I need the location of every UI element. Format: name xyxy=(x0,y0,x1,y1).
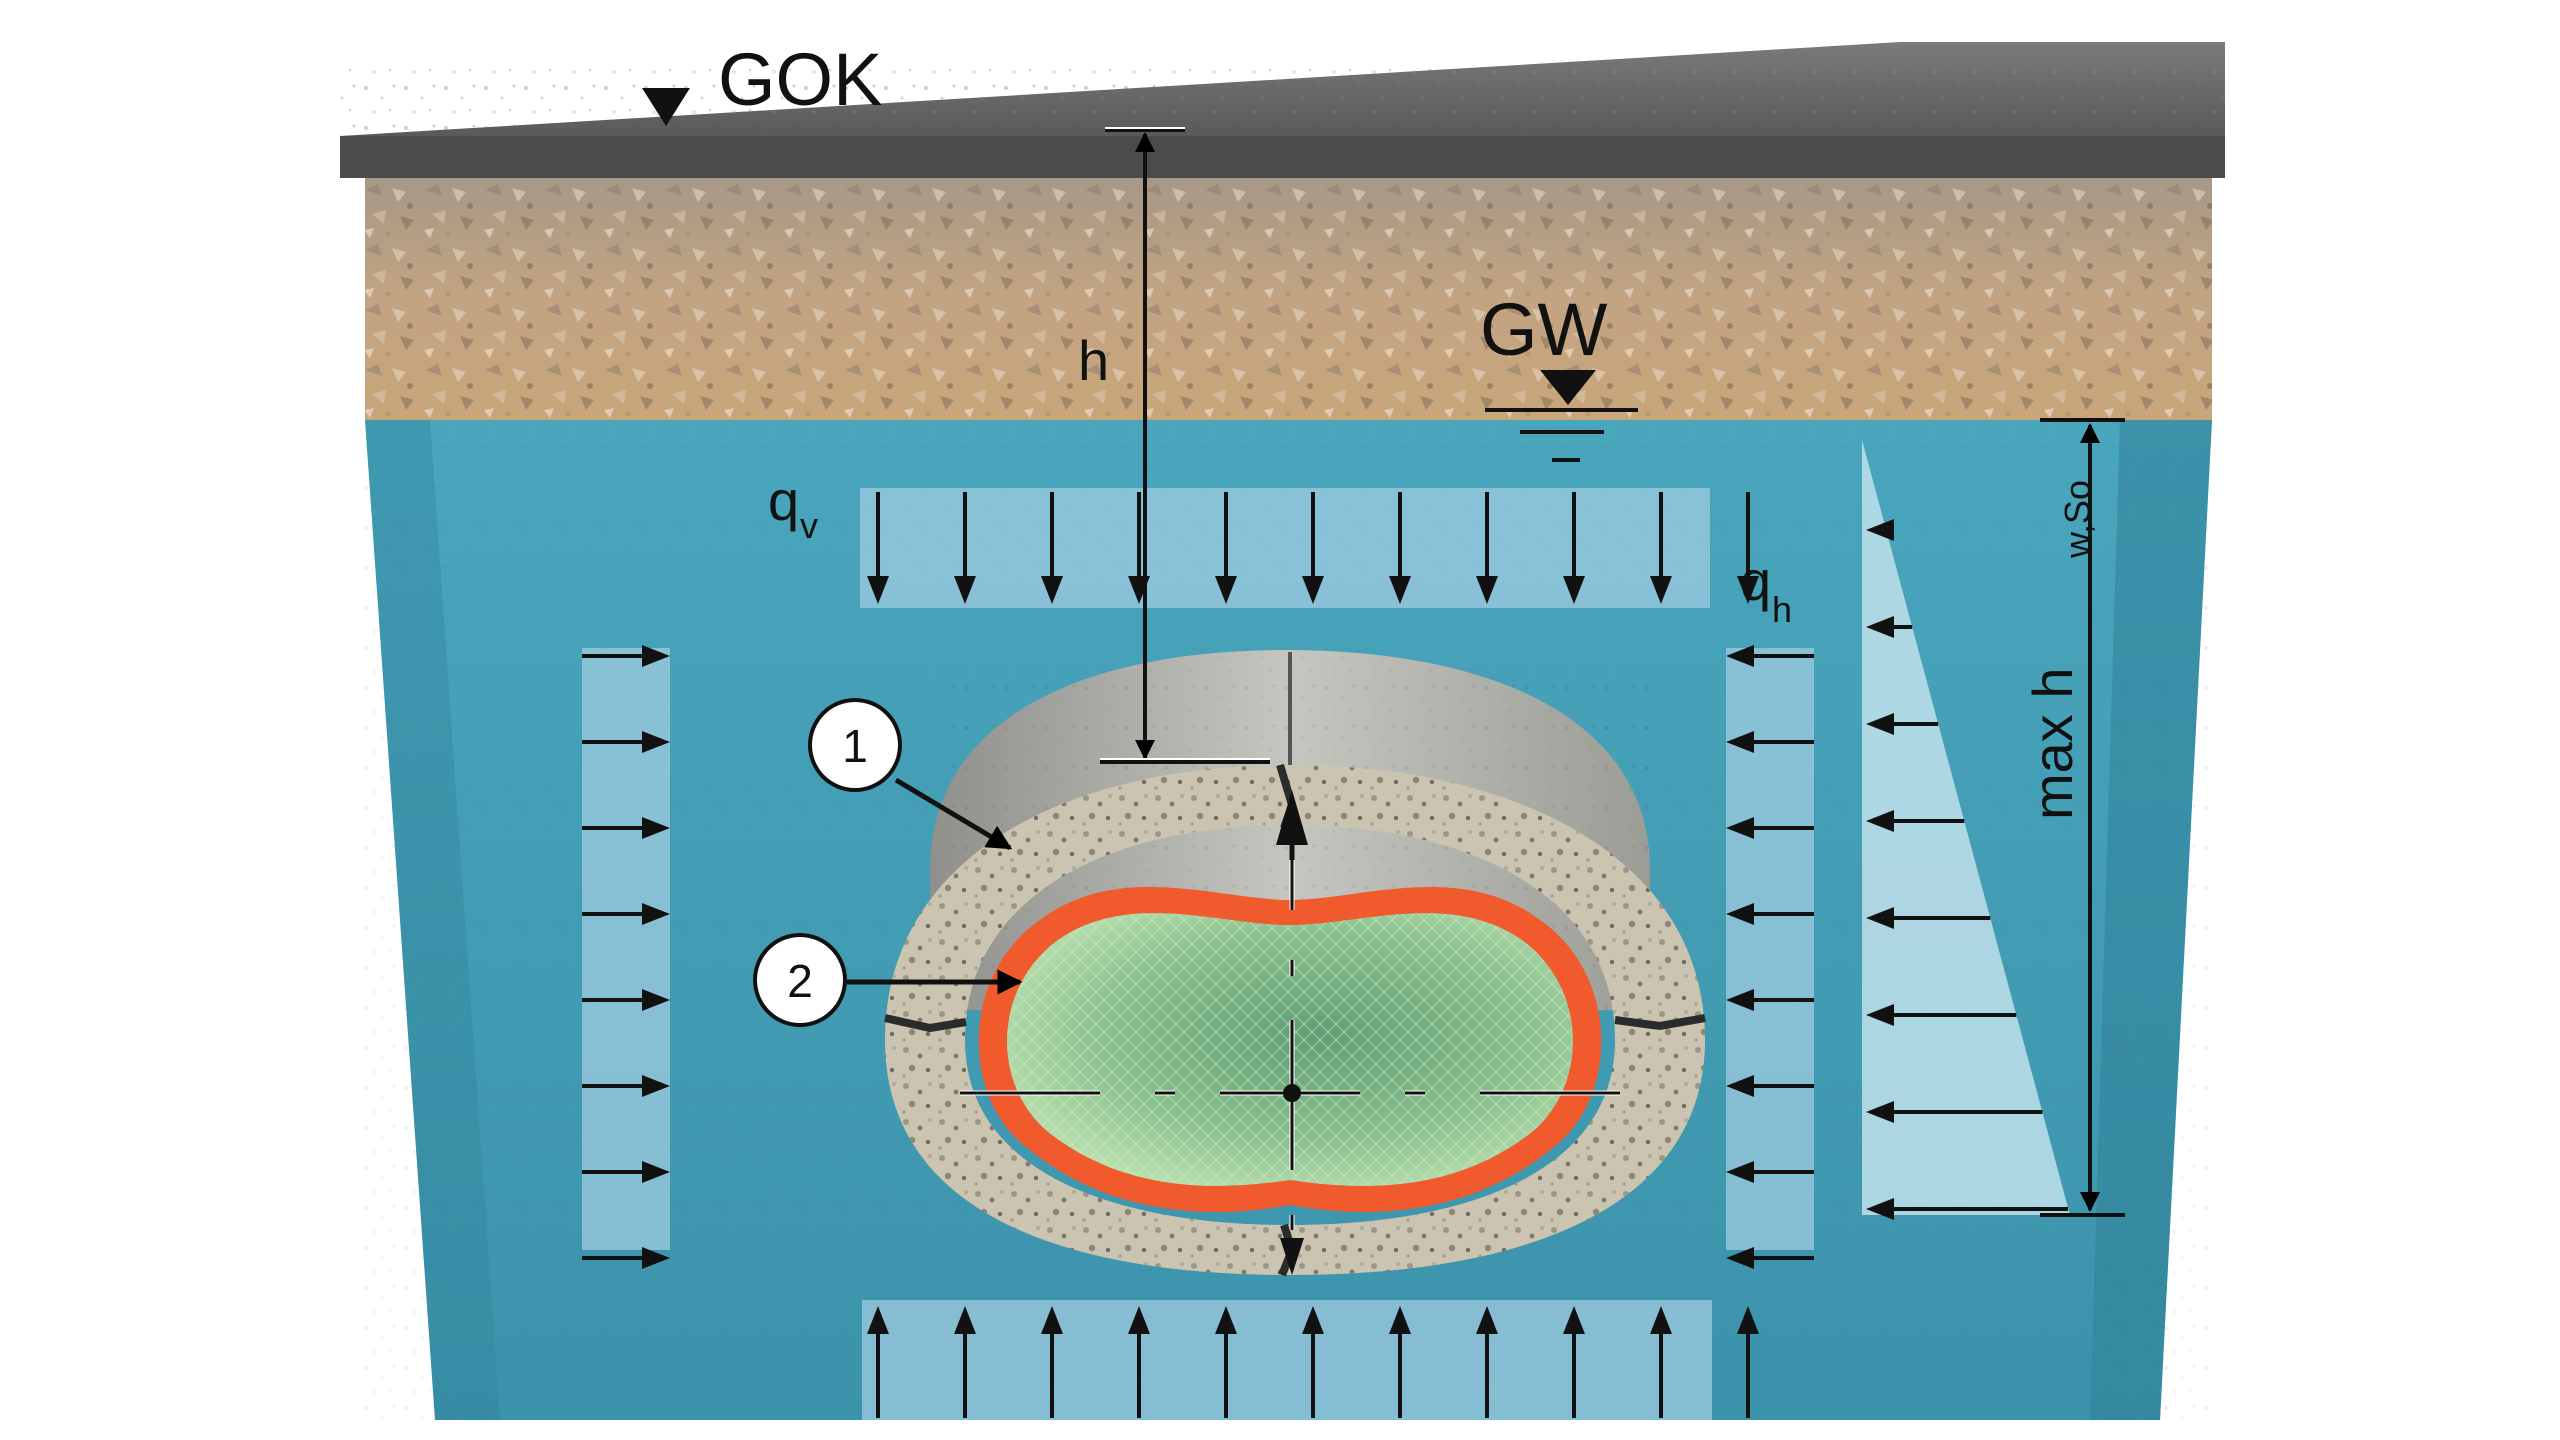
horizontal-load-label: q h xyxy=(1740,549,1792,630)
groundwater-label: GW xyxy=(1480,288,1608,371)
vertical-load-band-bottom xyxy=(862,1300,1712,1420)
right-arrow-icon xyxy=(582,817,670,839)
left-arrow-icon xyxy=(1726,731,1814,753)
down-arrow-icon xyxy=(1389,492,1411,604)
vertical-load-arrows-bottom xyxy=(867,1306,1759,1418)
right-arrow-icon xyxy=(582,731,670,753)
left-arrow-icon xyxy=(1726,1161,1814,1183)
up-arrow-icon xyxy=(1563,1306,1585,1418)
down-arrow-icon xyxy=(1650,492,1672,604)
pressure-arrow-icon xyxy=(1866,1198,2068,1220)
soil-gravel-texture xyxy=(365,178,2212,420)
up-arrow-icon xyxy=(1737,1306,1759,1418)
vertical-load-label-base: q xyxy=(768,469,799,532)
cover-depth-dimension-white xyxy=(1100,127,1270,760)
left-arrow-icon xyxy=(1726,817,1814,839)
up-arrow-icon xyxy=(954,1306,976,1418)
pressure-arrow-icon xyxy=(1866,1101,2043,1123)
up-arrow-icon xyxy=(1302,1306,1324,1418)
right-arrow-icon xyxy=(582,1247,670,1269)
left-arrow-icon xyxy=(1726,989,1814,1011)
ground-level-label: GOK xyxy=(718,38,882,121)
up-arrow-icon xyxy=(1128,1306,1150,1418)
pressure-arrow-icon xyxy=(1866,810,1965,832)
crack-left xyxy=(884,1014,967,1033)
crack-right xyxy=(1614,1014,1706,1031)
right-arrow-icon xyxy=(582,903,670,925)
down-arrow-icon xyxy=(1302,492,1324,604)
left-arrow-icon xyxy=(1726,1075,1814,1097)
callout-2: 2 xyxy=(753,933,1023,1027)
pipe-center-point xyxy=(1283,1084,1301,1102)
pressure-arrow-icon xyxy=(1866,616,1913,638)
down-arrow-icon xyxy=(1476,492,1498,604)
down-arrow-icon xyxy=(1563,492,1585,604)
water-level-icon xyxy=(1485,370,1638,462)
cover-depth-dimension xyxy=(1100,128,1270,764)
callout-1: 1 xyxy=(808,698,1013,851)
horizontal-load-label-sub: h xyxy=(1772,589,1792,630)
left-arrow-icon xyxy=(1726,1247,1814,1269)
down-arrow-icon xyxy=(1737,492,1759,604)
pressure-arrow-icon xyxy=(1866,519,1894,541)
pressure-arrow-icon xyxy=(1866,907,1991,929)
down-triangle-icon xyxy=(642,88,690,126)
up-arrow-icon xyxy=(867,1306,889,1418)
right-arrow-icon xyxy=(582,989,670,1011)
pipe-cross-section xyxy=(884,650,1706,1277)
cover-depth-label: h xyxy=(1078,329,1109,392)
water-head-label: max h w,So xyxy=(2021,480,2098,820)
water-head-dimension xyxy=(2040,418,2125,1217)
down-arrow-icon xyxy=(954,492,976,604)
up-arrow-icon xyxy=(1476,1306,1498,1418)
horizontal-load-label-base: q xyxy=(1740,549,1771,612)
callout-1-number: 1 xyxy=(842,720,868,772)
invert-arrow-icon xyxy=(1280,1238,1304,1275)
crown-arrow-icon xyxy=(1276,790,1308,845)
water-pressure-arrows xyxy=(1866,519,2068,1220)
up-arrow-icon xyxy=(1650,1306,1672,1418)
pressure-arrow-icon xyxy=(1866,713,1939,735)
horizontal-load-band-right xyxy=(1726,648,1814,1250)
vertical-load-label: q v xyxy=(768,469,818,546)
up-arrow-icon xyxy=(1041,1306,1063,1418)
water-head-label-sub: w,So xyxy=(2057,480,2098,559)
asphalt-front-edge xyxy=(340,136,2225,178)
left-arrow-icon xyxy=(1726,903,1814,925)
down-arrow-icon xyxy=(1041,492,1063,604)
up-arrow-icon xyxy=(1215,1306,1237,1418)
horizontal-load-arrows-left xyxy=(582,645,670,1269)
left-arrow-icon xyxy=(1726,645,1814,667)
right-arrow-icon xyxy=(582,645,670,667)
horizontal-load-arrows-right xyxy=(1726,645,1814,1269)
right-arrow-icon xyxy=(582,1075,670,1097)
down-arrow-icon xyxy=(867,492,889,604)
water-head-label-base: max h xyxy=(2021,668,2084,821)
up-arrow-icon xyxy=(1389,1306,1411,1418)
vertical-load-band-top xyxy=(860,488,1710,608)
vertical-load-label-sub: v xyxy=(800,505,818,546)
water-pressure-triangle xyxy=(1862,440,2070,1215)
asphalt-top-speckle xyxy=(340,60,2225,136)
horizontal-load-band-left xyxy=(582,648,670,1250)
vertical-load-arrows-top xyxy=(867,492,1759,604)
down-arrow-icon xyxy=(1215,492,1237,604)
callout-2-number: 2 xyxy=(787,955,813,1007)
right-arrow-icon xyxy=(582,1161,670,1183)
pressure-arrow-icon xyxy=(1866,1004,2017,1026)
